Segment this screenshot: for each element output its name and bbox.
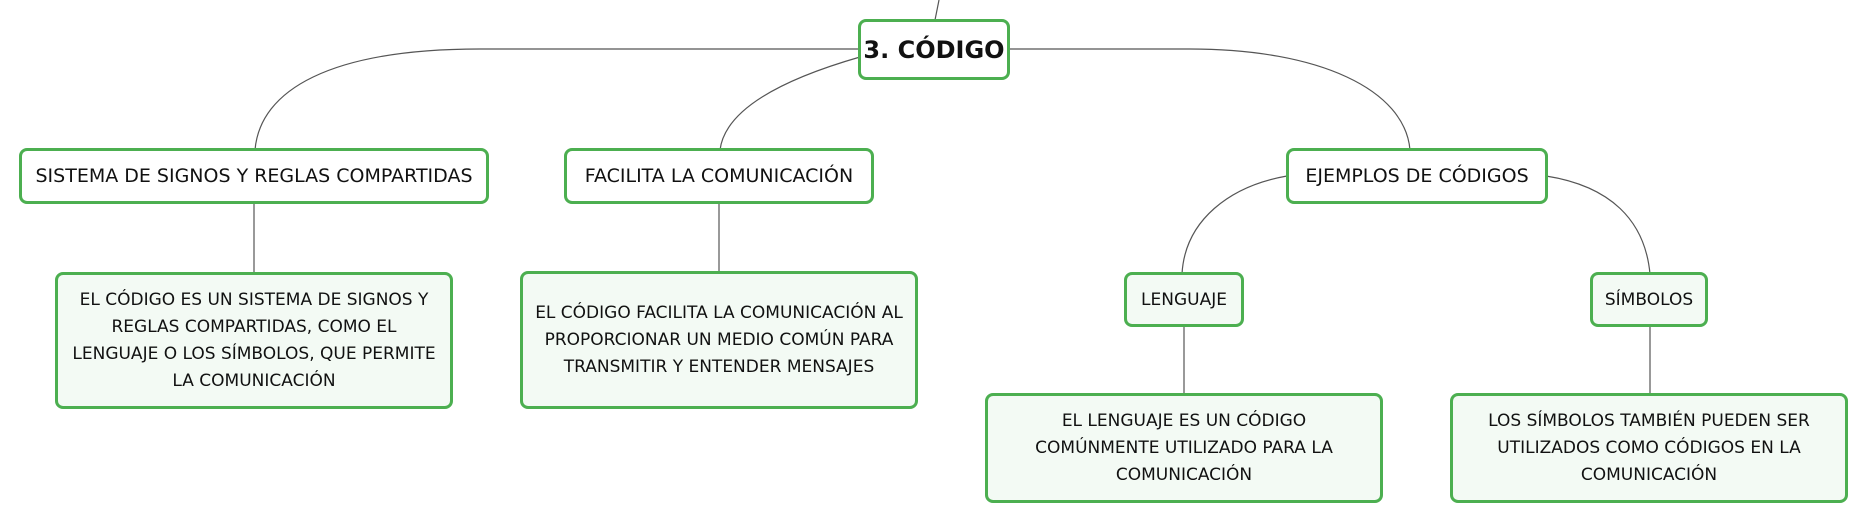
- edge-root-branch-1: [254, 48, 860, 151]
- branch-node-ejemplos[interactable]: EJEMPLOS DE CÓDIGOS: [1286, 148, 1548, 204]
- edge-root-branch-2: [719, 56, 861, 151]
- detail-node-facilita[interactable]: EL CÓDIGO FACILITA LA COMUNICACIÓN AL PR…: [520, 271, 918, 409]
- branch-node-facilita[interactable]: FACILITA LA COMUNICACIÓN: [564, 148, 874, 204]
- edge-branch-3-simbolos: [1545, 175, 1651, 275]
- edge-root-branch-3: [1010, 48, 1411, 151]
- branch-node-sistema[interactable]: SISTEMA DE SIGNOS Y REGLAS COMPARTIDAS: [19, 148, 489, 204]
- child-node-lenguaje[interactable]: LENGUAJE: [1124, 272, 1244, 327]
- child-node-simbolos[interactable]: SÍMBOLOS: [1590, 272, 1708, 327]
- detail-text: LOS SÍMBOLOS TAMBIÉN PUEDEN SER UTILIZAD…: [1488, 410, 1810, 485]
- detail-node-sistema[interactable]: EL CÓDIGO ES UN SISTEMA DE SIGNOS Y REGL…: [55, 272, 453, 409]
- root-node[interactable]: 3. CÓDIGO: [858, 19, 1010, 80]
- detail-node-simbolos[interactable]: LOS SÍMBOLOS TAMBIÉN PUEDEN SER UTILIZAD…: [1450, 393, 1848, 503]
- root-label: 3. CÓDIGO: [863, 35, 1005, 64]
- edge-root-parent: [934, 0, 940, 21]
- detail-text: EL CÓDIGO ES UN SISTEMA DE SIGNOS Y REGL…: [72, 289, 436, 391]
- detail-text: EL LENGUAJE ES UN CÓDIGO COMÚNMENTE UTIL…: [1035, 410, 1333, 485]
- detail-text: EL CÓDIGO FACILITA LA COMUNICACIÓN AL PR…: [535, 302, 903, 377]
- branch-label: FACILITA LA COMUNICACIÓN: [584, 165, 854, 187]
- child-label: SÍMBOLOS: [1604, 289, 1694, 310]
- branch-label: SISTEMA DE SIGNOS Y REGLAS COMPARTIDAS: [35, 165, 473, 187]
- child-label: LENGUAJE: [1141, 289, 1227, 310]
- edge-branch-3-lenguaje: [1181, 175, 1288, 275]
- branch-label: EJEMPLOS DE CÓDIGOS: [1305, 165, 1529, 187]
- detail-node-lenguaje[interactable]: EL LENGUAJE ES UN CÓDIGO COMÚNMENTE UTIL…: [985, 393, 1383, 503]
